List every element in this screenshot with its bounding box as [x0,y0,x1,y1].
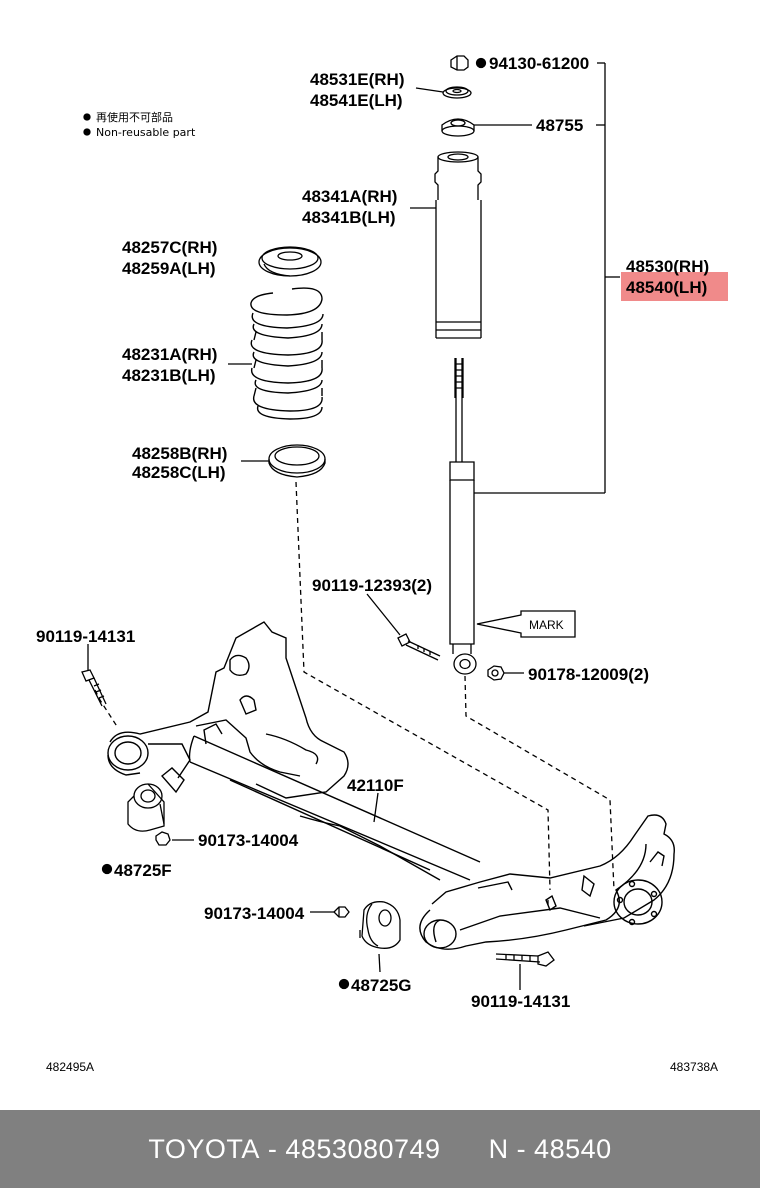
label-48258C: 48258C(LH) [132,463,226,482]
non-reusable-dot-94130 [475,57,487,69]
label-90178-12009: 90178-12009(2) [528,665,649,684]
non-reusable-dot-48725F [101,863,113,875]
drawing-id-right: 483738A [670,1060,718,1074]
lower-spring-seat-48258B [268,444,326,478]
label-48341B: 48341B(LH) [302,208,396,227]
label-48531E: 48531E(RH) [310,70,405,89]
upper-spring-seat-48257C [258,246,322,277]
legend-cn: 再使用不可部品 [96,110,173,124]
mark-callout [476,610,576,638]
guide-lines [94,481,615,910]
shock-absorber-48540 [449,358,477,675]
dust-boot-48341A [434,151,482,339]
label-48540[interactable]: 48540(LH) [626,278,707,297]
nut-90173-right [155,831,171,846]
label-48755: 48755 [536,116,583,135]
legend-en: Non-reusable part [96,126,196,139]
bushing-48725F [127,783,165,832]
label-48725G: 48725G [351,976,412,995]
legend-bullet-cn [83,113,91,121]
drawing-id-left: 482495A [46,1060,94,1074]
label-90173-14004-right: 90173-14004 [198,831,299,850]
footer-separator: - [259,1133,286,1164]
nut-90178 [487,665,505,681]
label-90173-14004-left: 90173-14004 [204,904,305,923]
label-42110F: 42110F [347,776,404,795]
bushing-48725G [359,901,401,949]
selected-part-highlight [621,272,728,301]
label-48341A: 48341A(RH) [302,187,397,206]
label-48231A: 48231A(RH) [122,345,217,364]
label-mark: MARK [529,618,564,632]
label-48530: 48530(RH) [626,257,709,276]
bolt-90119-14131-top [81,669,107,707]
label-48231B: 48231B(LH) [122,366,216,385]
bushing-48755 [441,118,475,137]
label-90119-14131-top: 90119-14131 [36,627,135,646]
footer-gap [441,1134,489,1165]
legend-bullet-en [83,128,91,136]
label-48258B: 48258B(RH) [132,444,227,463]
non-reusable-dot-48725G [338,978,350,990]
coil-spring-48231A [250,287,324,420]
bolt-90119-12393 [397,633,441,661]
footer-bar: TOYOTA - 4853080749 N - 48540 [0,1110,760,1188]
footer-part-number: 4853080749 [285,1133,441,1164]
label-48725F: 48725F [114,861,172,880]
label-94130-61200: 94130-61200 [489,54,589,73]
label-90119-14131-bottom: 90119-14131 [471,992,570,1011]
parts-diagram: 再使用不可部品 Non-reusable part 94130-61200 48… [36,54,728,1074]
label-48541E: 48541E(LH) [310,91,403,110]
footer-brand: TOYOTA [148,1133,260,1164]
bolt-90119-14131-bottom [495,951,555,967]
nut-90173-left [333,906,350,918]
footer-ref: N - 48540 [488,1133,612,1164]
washer-48531E [442,86,472,99]
label-90119-12393: 90119-12393(2) [312,576,432,595]
label-48259A: 48259A(LH) [122,259,216,278]
top-nut [450,55,469,71]
label-48257C: 48257C(RH) [122,238,217,257]
rear-axle-beam-42110F [107,621,675,950]
